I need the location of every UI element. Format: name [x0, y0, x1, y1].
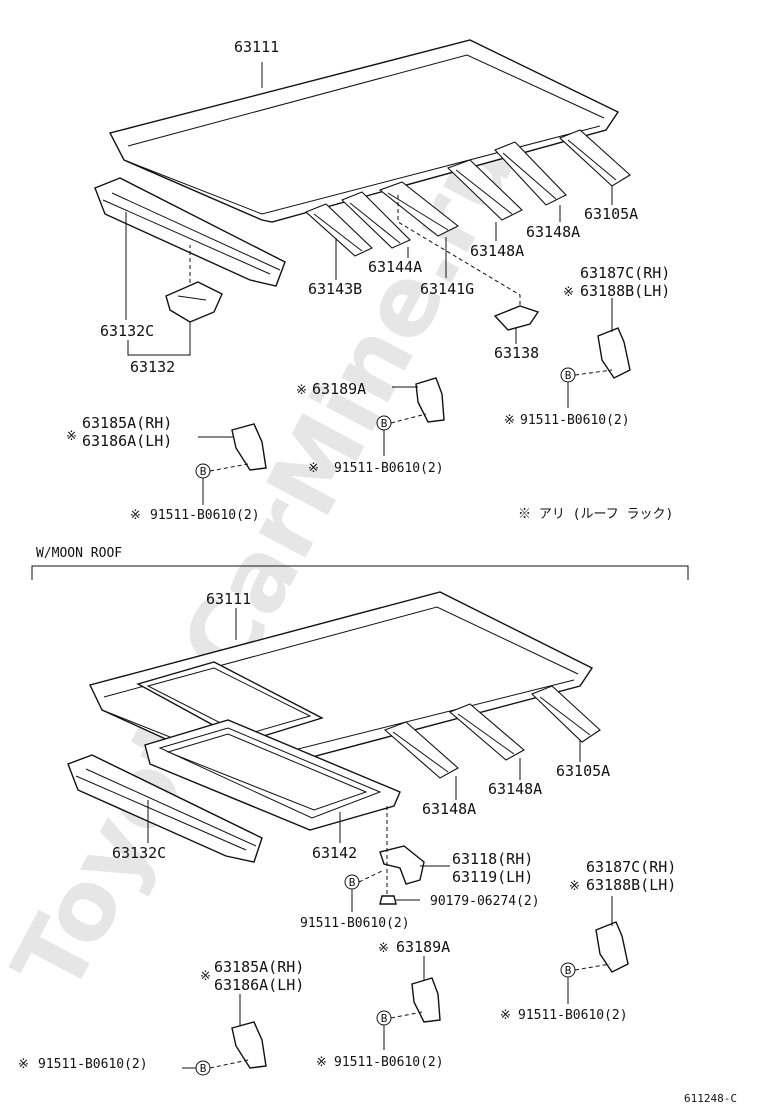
- top-bracket-63138[interactable]: [493, 305, 540, 331]
- top-label-63187C: 63187C(RH): [580, 264, 670, 282]
- bottom-label-63119: 63119(LH): [452, 868, 533, 886]
- top-label-63148A-2: 63148A: [470, 242, 524, 260]
- bottom-label-63118: 63118(RH): [452, 850, 533, 868]
- footnote-mark: ※: [569, 879, 580, 894]
- bottom-label-63148A-1: 63148A: [488, 780, 542, 798]
- svg-text:B: B: [349, 876, 356, 889]
- top-label-63141G: 63141G: [420, 280, 474, 298]
- footnote-mark: ※: [308, 461, 319, 476]
- footnote: ※ アリ (ルーフ ラック): [518, 507, 673, 522]
- top-roof-bow-63148A-1[interactable]: [494, 141, 567, 206]
- bottom-label-bolt-3: 91511-B0610(2): [334, 1055, 444, 1070]
- top-label-bolt-3: 91511-B0610(2): [150, 508, 260, 523]
- bottom-label-63189A: 63189A: [396, 938, 450, 956]
- bottom-bracket-63189A[interactable]: [411, 977, 441, 1023]
- top-roof-panel[interactable]: [108, 39, 620, 223]
- figure-code: 611248-C: [684, 1092, 737, 1105]
- top-bracket-63185A[interactable]: [231, 423, 267, 471]
- bottom-label-63148A-2: 63148A: [422, 800, 476, 818]
- top-roof-bow-63144A[interactable]: [341, 191, 411, 249]
- bottom-label-bolt-2: 91511-B0610(2): [518, 1008, 628, 1023]
- bottom-label-63105A: 63105A: [556, 762, 610, 780]
- top-label-63105A: 63105A: [584, 205, 638, 223]
- top-label-63143B: 63143B: [308, 280, 362, 298]
- top-label-63132C: 63132C: [100, 322, 154, 340]
- top-rear-header-rail[interactable]: [94, 177, 286, 287]
- bottom-bolt-marker-1: B: [344, 874, 360, 890]
- svg-text:B: B: [200, 1062, 207, 1075]
- bottom-label-bolt-4: 91511-B0610(2): [38, 1057, 148, 1072]
- bottom-label-63188B: 63188B(LH): [586, 876, 676, 894]
- footnote-mark: ※: [296, 383, 307, 398]
- top-roof-bow-63141G[interactable]: [378, 181, 460, 237]
- top-label-63138: 63138: [494, 344, 539, 362]
- top-bracket-63187C[interactable]: [597, 327, 631, 379]
- bottom-label-63186A: 63186A(LH): [214, 976, 304, 994]
- top-label-63148A-1: 63148A: [526, 223, 580, 241]
- top-label-63185A: 63185A(RH): [82, 414, 172, 432]
- top-bracket-63132[interactable]: [165, 281, 223, 323]
- bottom-bolt-marker-4: B: [195, 1060, 211, 1076]
- top-roof-bow-63143B[interactable]: [304, 203, 373, 257]
- top-roof-bow-63148A-2[interactable]: [446, 159, 523, 221]
- bottom-label-63187C: 63187C(RH): [586, 858, 676, 876]
- section-header: W/MOON ROOF: [36, 546, 122, 561]
- bottom-label-90179: 90179-06274(2): [430, 894, 540, 909]
- bottom-label-63142: 63142: [312, 844, 357, 862]
- top-label-bolt-2: 91511-B0610(2): [334, 461, 444, 476]
- top-label-63144A: 63144A: [368, 258, 422, 276]
- svg-text:B: B: [200, 465, 207, 478]
- bottom-clip-90179[interactable]: [379, 895, 397, 905]
- footnote-mark: ※: [378, 941, 389, 956]
- footnote-mark: ※: [316, 1055, 327, 1070]
- footnote-mark: ※: [563, 285, 574, 300]
- footnote-mark: ※: [66, 429, 77, 444]
- top-label-63188B: 63188B(LH): [580, 282, 670, 300]
- bottom-bolt-marker-3: B: [376, 1010, 392, 1026]
- bottom-bolt-marker-2: B: [560, 962, 576, 978]
- top-bolt-marker-1: B: [560, 367, 576, 383]
- bottom-roof-bow-63148A-2[interactable]: [383, 721, 459, 779]
- top-bolt-marker-2: B: [376, 415, 392, 431]
- footnote-mark: ※: [130, 508, 141, 523]
- bottom-roof-bow-63105A[interactable]: [531, 685, 601, 743]
- svg-text:B: B: [565, 369, 572, 382]
- top-bracket-63189A[interactable]: [415, 377, 445, 423]
- top-label-63186A: 63186A(LH): [82, 432, 172, 450]
- bottom-roof-bow-63148A-1[interactable]: [448, 703, 525, 761]
- bottom-label-63132C: 63132C: [112, 844, 166, 862]
- footnote-mark: ※: [200, 969, 211, 984]
- footnote-mark: ※: [504, 413, 515, 428]
- top-label-63189A: 63189A: [312, 380, 366, 398]
- footnote-mark: ※: [500, 1008, 511, 1023]
- svg-text:B: B: [565, 964, 572, 977]
- top-label-63132: 63132: [130, 358, 175, 376]
- top-label-bolt-1: 91511-B0610(2): [520, 413, 630, 428]
- bottom-label-63111: 63111: [206, 590, 251, 608]
- bottom-label-bolt-1: 91511-B0610(2): [300, 916, 410, 931]
- bottom-rear-header-rail[interactable]: [67, 754, 263, 863]
- section-bracket: [31, 565, 689, 580]
- bottom-bracket-63187C[interactable]: [595, 921, 629, 973]
- svg-text:B: B: [381, 417, 388, 430]
- bottom-bracket-63185A[interactable]: [231, 1021, 267, 1069]
- svg-text:B: B: [381, 1012, 388, 1025]
- bottom-label-63185A: 63185A(RH): [214, 958, 304, 976]
- top-bolt-marker-3: B: [195, 463, 211, 479]
- bottom-sunroof-frame-63142[interactable]: [144, 719, 401, 831]
- footnote-mark: ※: [18, 1057, 29, 1072]
- top-label-63111: 63111: [234, 38, 279, 56]
- top-roof-bow-63105A[interactable]: [558, 129, 631, 187]
